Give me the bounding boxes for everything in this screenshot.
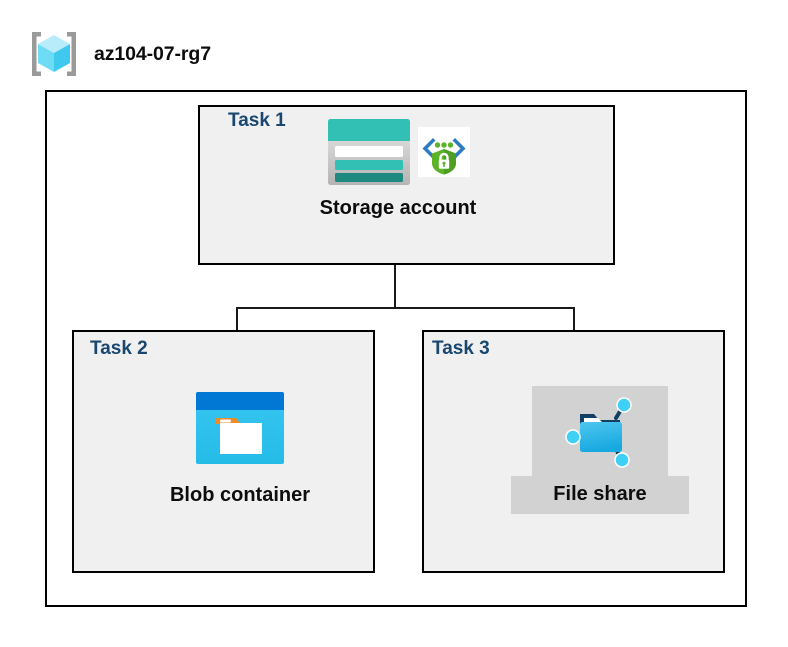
storage-account-icon <box>326 116 412 188</box>
connector-storage-trunk <box>394 228 396 309</box>
file-share-node: File share <box>500 386 700 514</box>
resource-group-cube-icon <box>28 28 80 80</box>
file-share-label: File share <box>553 483 647 505</box>
blob-container-label: Blob container <box>169 484 310 506</box>
storage-account-label: Storage account <box>319 197 477 219</box>
connector-horizontal-bar <box>236 307 575 309</box>
encryption-shield-icon <box>412 127 470 177</box>
resource-group-header: az104-07-rg7 <box>28 26 211 82</box>
task-2-label: Task 2 <box>90 338 148 359</box>
storage-account-icon-group <box>326 116 470 188</box>
file-share-icon-highlight <box>532 386 668 476</box>
file-share-icon <box>560 392 640 472</box>
blob-container-icon <box>194 390 286 466</box>
blob-container-node: Blob container <box>150 390 330 506</box>
task-3-label: Task 3 <box>432 338 490 359</box>
task-1-label: Task 1 <box>228 110 286 131</box>
resource-group-name: az104-07-rg7 <box>94 42 211 65</box>
file-share-label-highlight: File share <box>511 476 689 514</box>
storage-account-node: Storage account <box>288 116 508 219</box>
blob-container-icon-group <box>194 390 286 466</box>
